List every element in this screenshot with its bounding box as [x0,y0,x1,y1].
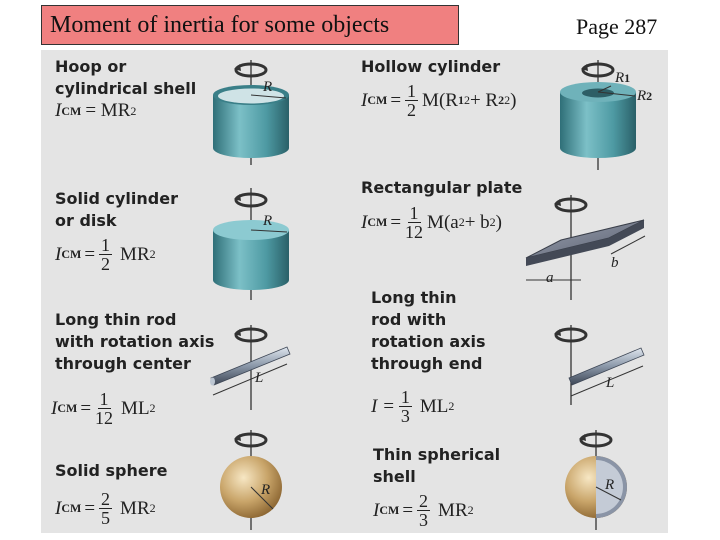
figure-drawings [210,60,646,530]
rotation-arrow-icon [234,432,268,448]
page-number: Page 287 [576,14,658,39]
rod-end-label-line4: through end [371,354,483,373]
rotation-arrow-icon [234,327,268,343]
rod-end-figure [554,325,645,405]
solid-sphere-label: Solid sphere [55,461,168,480]
rotation-arrow-icon [581,62,615,78]
solid-sphere-figure [220,430,282,530]
rod-center-label-line1: Long thin rod [55,310,177,329]
rotation-arrow-icon [234,192,268,208]
solid-cylinder-figure [213,188,289,300]
rotation-arrow-icon [579,432,613,448]
shell-label-line1: Thin spherical [373,445,501,464]
spherical-shell-figure [565,430,627,530]
shell-label-line2: shell [373,467,416,486]
slide-title-text: Moment of inertia for some objects [50,11,390,38]
solid-cylinder-label-line2: or disk [55,211,117,230]
rod-center-label-line3: through center [55,354,191,373]
rod-end-label-line3: rotation axis [371,332,486,351]
hoop-label-line2: cylindrical shell [55,79,197,98]
hollow-label: Hollow cylinder [361,57,501,76]
rotation-arrow-icon [234,62,268,78]
rod-end-label-line2: rod with [371,310,447,329]
rotation-arrow-icon [554,197,588,213]
rod-center-dim-l: L [255,370,264,386]
plate-figure [525,195,646,300]
solid-sphere-dim-r: R [261,482,271,498]
rod-end-label-line1: Long thin [371,288,457,307]
plate-dim-a: a [546,270,554,286]
plate-label: Rectangular plate [361,178,523,197]
rotation-arrow-icon [554,327,588,343]
rod-center-label-line2: with rotation axis [55,332,215,351]
hoop-dim-r: R [263,79,273,95]
rod-center-figure [210,325,291,410]
rod-end-dim-l: L [606,375,615,391]
slide-title: Moment of inertia for some objects [41,5,459,45]
hollow-cylinder-figure [560,60,636,170]
solid-cylinder-dim-r: R [263,213,273,229]
hoop-figure [213,60,289,165]
hoop-label-line1: Hoop or [55,57,127,76]
plate-dim-b: b [611,255,619,271]
solid-cylinder-label-line1: Solid cylinder [55,189,178,208]
shell-dim-r: R [605,477,615,493]
